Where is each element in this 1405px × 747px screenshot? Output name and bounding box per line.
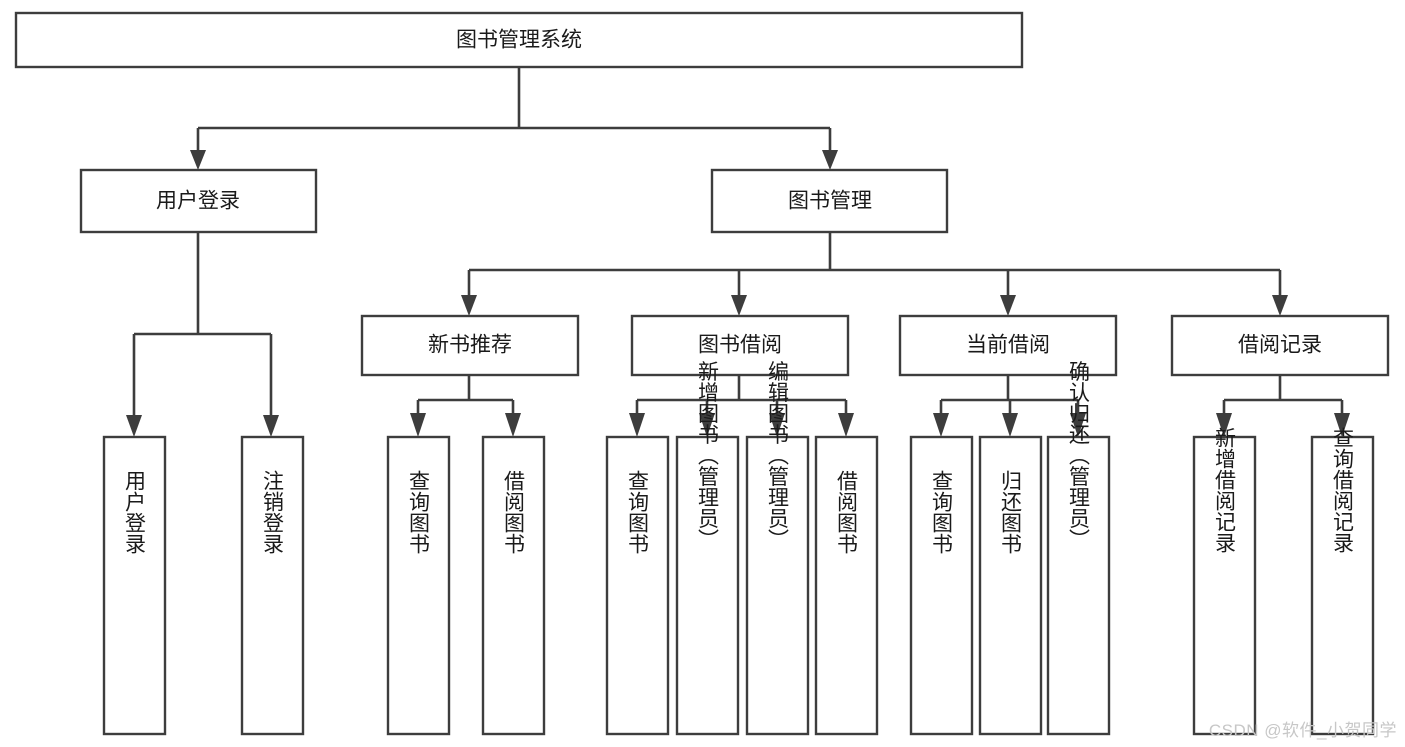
- leaf-nb-query-book-label: 查询图书: [407, 470, 431, 554]
- connector-group-userlogin: [126, 232, 279, 437]
- leaf-bb-borrow-book-label: 借阅图书: [835, 470, 859, 554]
- arrow-to-newbook: [461, 295, 477, 316]
- connector-group-currentborrow: [933, 375, 1086, 437]
- leaf-user-login-box[interactable]: [102, 435, 167, 736]
- arrow-to-leaf-bb-query: [629, 413, 645, 437]
- leaf-cb-confirm-return-box[interactable]: [1046, 435, 1111, 736]
- leaf-user-login[interactable]: 用户登录: [102, 435, 167, 736]
- node-book-management[interactable]: 图书管理: [710, 168, 949, 234]
- leaf-bb-add-book[interactable]: 新增图书（管理员）: [675, 361, 740, 736]
- node-book-management-box[interactable]: [710, 168, 949, 234]
- leaf-bb-add-book-label: 新增图书（管理员）: [696, 361, 720, 550]
- arrow-to-leaf-nb-query: [410, 413, 426, 437]
- leaf-bb-edit-book-box[interactable]: [745, 435, 810, 736]
- arrow-to-leaf-bb-add: [699, 413, 715, 437]
- leaf-bb-query-book[interactable]: 查询图书: [605, 435, 670, 736]
- connector-group-root: [190, 67, 838, 170]
- arrow-to-leaf-bb-borrow: [838, 413, 854, 437]
- leaf-bb-edit-book[interactable]: 编辑图书（管理员）: [745, 361, 810, 736]
- leaf-bb-edit-book-label: 编辑图书（管理员）: [766, 361, 790, 550]
- node-new-book-recommend-label: 新书推荐: [428, 334, 512, 357]
- csdn-watermark: CSDN @软件_小贺同学: [1208, 721, 1397, 740]
- leaf-br-query-record-box[interactable]: [1310, 435, 1375, 736]
- arrow-root-to-bookmgmt: [822, 150, 838, 170]
- connector-group-newbook: [410, 375, 521, 437]
- leaf-logout[interactable]: 注销登录: [240, 435, 305, 736]
- leaf-br-query-record[interactable]: 查询借阅记录: [1310, 427, 1375, 736]
- leaf-br-add-record-box[interactable]: [1192, 435, 1257, 736]
- arrow-to-leaf-br-query: [1334, 413, 1350, 437]
- leaf-cb-query-book-label: 查询图书: [930, 470, 954, 554]
- leaf-bb-query-book-box[interactable]: [605, 435, 670, 736]
- connector-group-bookborrow: [629, 375, 854, 437]
- arrow-to-bookborrow: [731, 295, 747, 316]
- leaf-br-add-record-label: 新增借阅记录: [1213, 427, 1237, 553]
- leaf-cb-return-book[interactable]: 归还图书: [978, 435, 1043, 736]
- leaf-bb-add-book-box[interactable]: [675, 435, 740, 736]
- node-book-management-label: 图书管理: [788, 190, 872, 213]
- leaf-cb-return-book-box[interactable]: [978, 435, 1043, 736]
- leaf-br-query-record-label: 查询借阅记录: [1331, 427, 1355, 553]
- leaf-bb-query-book-label: 查询图书: [626, 470, 650, 554]
- node-book-borrow-label: 图书借阅: [698, 334, 782, 357]
- node-root-label: 图书管理系统: [456, 29, 582, 52]
- node-user-login[interactable]: 用户登录: [79, 168, 318, 234]
- leaf-nb-borrow-book-box[interactable]: [481, 435, 546, 736]
- node-current-borrow[interactable]: 当前借阅: [898, 314, 1118, 377]
- leaf-cb-confirm-return[interactable]: 确认归还（管理员）: [1046, 361, 1111, 736]
- node-book-borrow-box[interactable]: [630, 314, 850, 377]
- leaf-nb-borrow-book[interactable]: 借阅图书: [481, 435, 546, 736]
- arrow-root-to-userlogin: [190, 150, 206, 170]
- arrow-to-currentborrow: [1000, 295, 1016, 316]
- arrow-to-leaf-user-login: [126, 415, 142, 437]
- node-user-login-box[interactable]: [79, 168, 318, 234]
- leaf-cb-return-book-label: 归还图书: [999, 470, 1023, 554]
- leaf-cb-query-book-box[interactable]: [909, 435, 974, 736]
- leaf-nb-query-book-box[interactable]: [386, 435, 451, 736]
- leaf-br-add-record[interactable]: 新增借阅记录: [1192, 427, 1257, 736]
- node-book-borrow[interactable]: 图书借阅: [630, 314, 850, 377]
- leaf-cb-confirm-return-label: 确认归还（管理员）: [1067, 361, 1091, 550]
- arrow-to-borrowrecord: [1272, 295, 1288, 316]
- node-root-box[interactable]: [14, 11, 1024, 69]
- leaf-logout-label: 注销登录: [261, 470, 285, 554]
- arrow-to-leaf-logout: [263, 415, 279, 437]
- node-borrow-record-label: 借阅记录: [1238, 334, 1322, 357]
- leaf-cb-query-book[interactable]: 查询图书: [909, 435, 974, 736]
- node-borrow-record[interactable]: 借阅记录: [1170, 314, 1390, 377]
- leaf-user-login-label: 用户登录: [123, 470, 147, 554]
- node-current-borrow-label: 当前借阅: [966, 334, 1050, 357]
- arrow-to-leaf-cb-confirm: [1070, 413, 1086, 437]
- node-new-book-recommend-box[interactable]: [360, 314, 580, 377]
- leaf-logout-box[interactable]: [240, 435, 305, 736]
- node-root[interactable]: 图书管理系统: [14, 11, 1024, 69]
- arrow-to-leaf-cb-query: [933, 413, 949, 437]
- leaf-bb-borrow-book[interactable]: 借阅图书: [814, 435, 879, 736]
- arrow-to-leaf-br-add: [1216, 413, 1232, 437]
- leaf-nb-query-book[interactable]: 查询图书: [386, 435, 451, 736]
- node-user-login-label: 用户登录: [156, 190, 240, 213]
- leaf-bb-borrow-book-box[interactable]: [814, 435, 879, 736]
- connector-group-borrowrecord: [1216, 375, 1350, 437]
- node-current-borrow-box[interactable]: [898, 314, 1118, 377]
- connector-group-bookmgmt: [461, 232, 1288, 316]
- arrow-to-leaf-cb-return: [1002, 413, 1018, 437]
- node-borrow-record-box[interactable]: [1170, 314, 1390, 377]
- arrow-to-leaf-bb-edit: [769, 413, 785, 437]
- node-new-book-recommend[interactable]: 新书推荐: [360, 314, 580, 377]
- leaf-nb-borrow-book-label: 借阅图书: [502, 470, 526, 554]
- arrow-to-leaf-nb-borrow: [505, 413, 521, 437]
